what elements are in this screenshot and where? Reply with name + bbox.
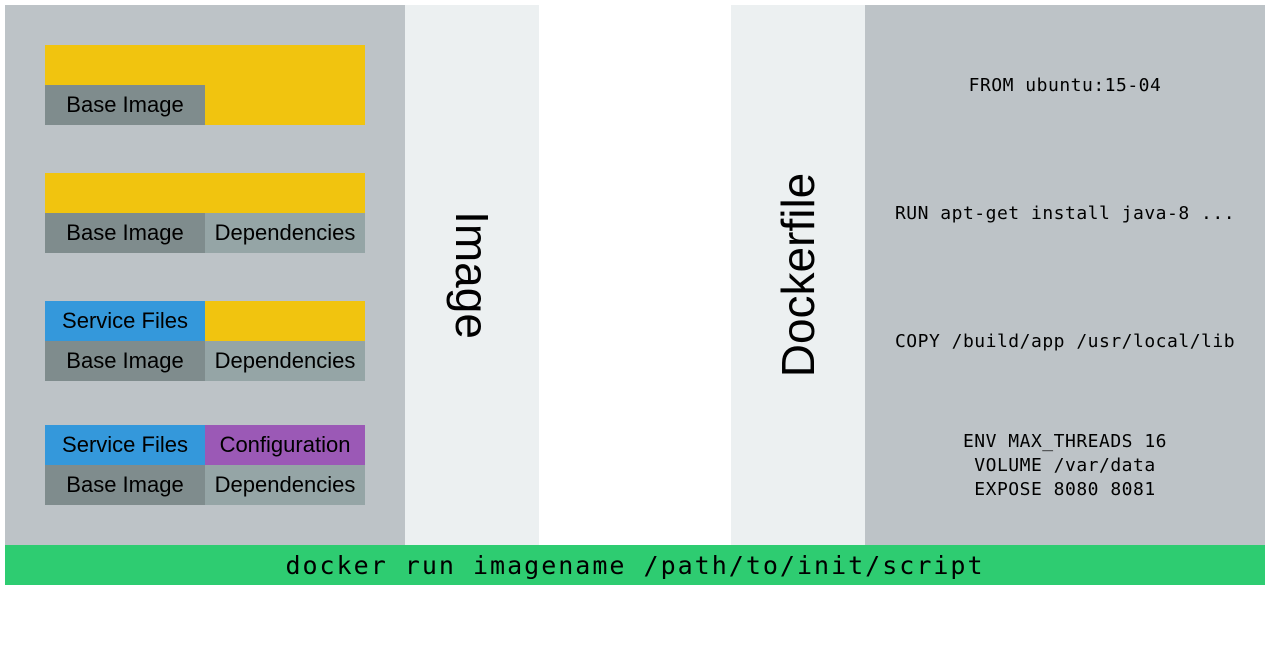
image-label-panel xyxy=(405,5,539,545)
base-image-layer: Base Image xyxy=(45,213,205,253)
service-files-layer: Service Files xyxy=(45,301,205,341)
dependencies-layer: Dependencies xyxy=(205,341,365,381)
copy-command: COPY /build/app /usr/local/lib xyxy=(894,331,1236,352)
from-command: FROM ubuntu:15-04 xyxy=(968,75,1162,96)
base-image-layer: Base Image xyxy=(45,465,205,505)
dockerfile-label: Dockerfile xyxy=(772,172,824,378)
dockerfile-label-panel xyxy=(731,5,865,545)
dockerfile-commands-panel xyxy=(865,5,1265,545)
configuration-layer: Configuration xyxy=(205,425,365,465)
volume-command: VOLUME /var/data xyxy=(974,455,1156,476)
run-command: RUN apt-get install java-8 ... xyxy=(894,203,1236,224)
empty-layer-top xyxy=(45,173,365,213)
env-command: ENV MAX_THREADS 16 xyxy=(962,431,1168,452)
expose-command: EXPOSE 8080 8081 xyxy=(974,479,1156,500)
base-image-layer: Base Image xyxy=(45,341,205,381)
empty-layer-top xyxy=(45,45,365,85)
empty-layer xyxy=(205,301,365,341)
image-label: Image xyxy=(446,211,498,339)
service-files-layer: Service Files xyxy=(45,425,205,465)
docker-run-command: docker run imagename /path/to/init/scrip… xyxy=(5,545,1265,585)
base-image-layer: Base Image xyxy=(45,85,205,125)
dependencies-layer: Dependencies xyxy=(205,465,365,505)
dependencies-layer: Dependencies xyxy=(205,213,365,253)
empty-layer xyxy=(205,85,365,125)
